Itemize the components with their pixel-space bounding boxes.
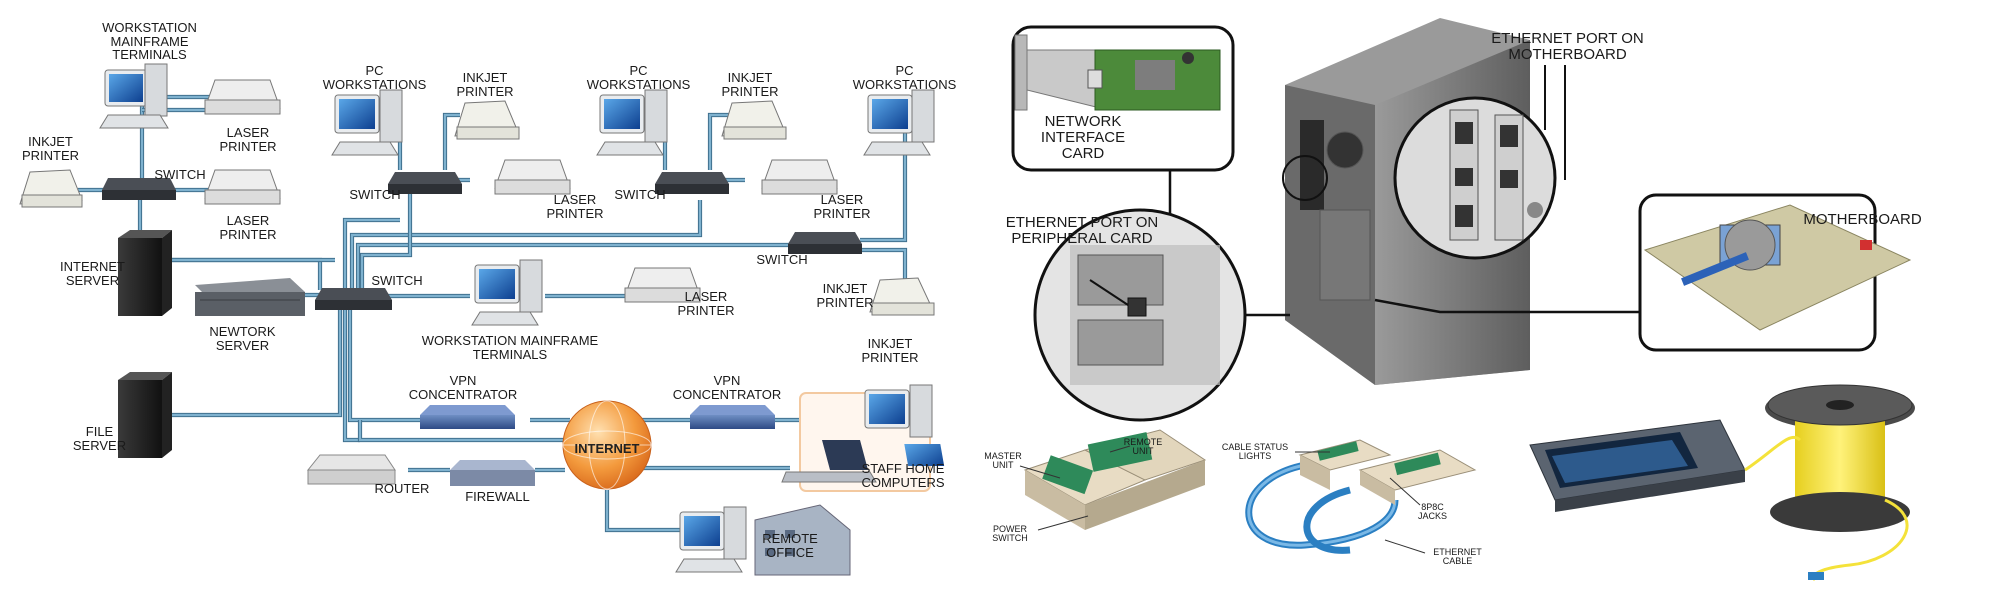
router — [306, 454, 396, 485]
file-server — [118, 372, 172, 458]
label-staff-home: STAFF HOME COMPUTERS — [861, 461, 945, 490]
switch-4 — [788, 232, 862, 254]
inkjet-printer-2 — [454, 100, 520, 140]
label-motherboard: MOTHERBOARD — [1803, 211, 1922, 228]
label-power-switch: POWER SWITCH — [992, 524, 1028, 544]
firewall — [450, 460, 535, 486]
label-master-unit: MASTER UNIT — [984, 451, 1022, 471]
laser-printer-1 — [204, 79, 281, 115]
fiber-tester — [1529, 419, 1746, 512]
label-switch-3: SWITCH — [614, 187, 666, 202]
label-laser-3: LASER PRINTER — [546, 192, 604, 221]
switch-center — [315, 288, 392, 310]
pc-workstation-2 — [596, 89, 668, 156]
label-router: ROUTER — [374, 481, 430, 496]
label-eth-port-mb: ETHERNET PORT ON MOTHERBOARD — [1491, 30, 1644, 63]
label-pc-ws-3: PC WORKSTATIONS — [852, 63, 957, 92]
label-pc-ws-2: PC WORKSTATIONS — [586, 63, 691, 92]
motherboard-callout — [1374, 193, 1912, 352]
vpn-concentrator-1 — [420, 405, 515, 429]
label-remote-office: REMOTE OFFICE — [762, 531, 818, 560]
laser-printer-2 — [204, 169, 281, 205]
label-laser-5: LASER PRINTER — [677, 289, 735, 318]
label-network-server: NEWTORK SERVER — [209, 324, 276, 353]
label-inkjet-4a: INKJET PRINTER — [816, 281, 874, 310]
label-file-server: FILE SERVER — [72, 424, 127, 453]
label-remote-unit: REMOTE UNIT — [1123, 437, 1163, 457]
label-laser-1: LASER PRINTER — [219, 125, 277, 154]
laser-printer-3 — [494, 159, 571, 195]
label-nic: NETWORK INTERFACE CARD — [1040, 113, 1126, 162]
label-inkjet-3: INKJET PRINTER — [721, 70, 779, 99]
inkjet-printer-4 — [869, 277, 935, 316]
label-vpn-2: VPN CONCENTRATOR — [672, 373, 782, 402]
switch-left — [102, 178, 176, 200]
label-ws-mainframe-top: WORKSTATION MAINFRAME TERMINALS — [102, 20, 197, 63]
vpn-concentrator-2 — [690, 405, 775, 429]
label-internet-server: INTERNET SERVER — [60, 259, 125, 288]
switch-3 — [655, 172, 729, 194]
laser-printer-5 — [624, 267, 701, 303]
label-laser-2: LASER PRINTER — [219, 213, 277, 242]
inkjet-printer-3 — [721, 100, 787, 140]
internet-server — [118, 230, 172, 316]
workstation-mainframe-center — [471, 259, 543, 326]
pc-workstation-3 — [863, 89, 935, 156]
network-server — [195, 278, 305, 316]
staff-home-group — [781, 384, 945, 492]
switch-2 — [388, 172, 462, 194]
nic-callout-box — [1011, 25, 1235, 172]
label-switch-left: SWITCH — [154, 167, 206, 182]
label-switch-center: SWITCH — [371, 273, 423, 288]
workstation-mainframe-top — [99, 63, 169, 129]
label-pc-ws-1: PC WORKSTATIONS — [322, 63, 427, 92]
label-cable-status-lights: CABLE STATUS LIGHTS — [1221, 442, 1289, 462]
label-inkjet-4b: INKJET PRINTER — [861, 336, 919, 365]
label-internet: INTERNET — [574, 441, 640, 456]
label-ws-mainframe-center: WORKSTATION MAINFRAME TERMINALS — [421, 333, 599, 362]
label-switch-4: SWITCH — [756, 252, 808, 267]
label-laser-4: LASER PRINTER — [813, 192, 871, 221]
inkjet-printer-left — [19, 169, 83, 208]
cable-tester-2 — [1245, 439, 1477, 554]
pc-workstation-1 — [331, 89, 403, 156]
label-eth-port-pc: ETHERNET PORT ON PERIPHERAL CARD — [1005, 214, 1159, 247]
laser-printer-4 — [761, 159, 838, 195]
label-firewall: FIREWALL — [465, 489, 530, 504]
label-switch-2: SWITCH — [349, 187, 401, 202]
label-inkjet-2: INKJET PRINTER — [456, 70, 514, 99]
internet-globe — [562, 400, 652, 490]
fiber-spool — [1744, 384, 1915, 582]
label-ethernet-cable: ETHERNET CABLE — [1433, 547, 1482, 567]
ethernet-port-mb-callout — [1282, 65, 1566, 260]
label-8p8c-jacks: 8P8C JACKS — [1417, 502, 1447, 522]
cable-tester-1 — [1023, 429, 1207, 530]
remote-office — [675, 504, 851, 576]
label-vpn-1: VPN CONCENTRATOR — [408, 373, 518, 402]
ethernet-port-pc-callout — [1033, 208, 1290, 422]
label-inkjet-left: INKJET PRINTER — [21, 134, 80, 163]
